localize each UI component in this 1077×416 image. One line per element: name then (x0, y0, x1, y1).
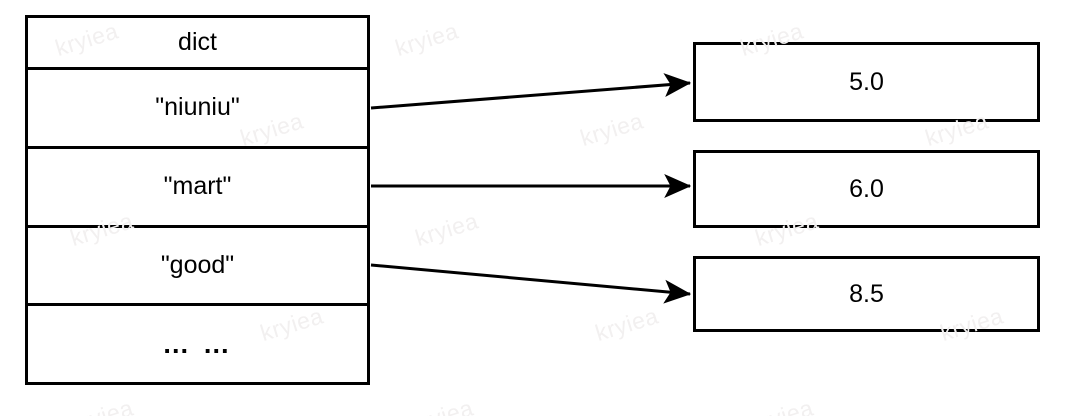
dict-ellipsis-row: … … (28, 306, 367, 382)
dict-title-row: dict (28, 18, 367, 70)
dict-key-row-1: "mart" (28, 148, 367, 228)
value-label-1: 6.0 (849, 174, 884, 203)
value-label-0: 5.0 (849, 67, 884, 96)
dict-key-row-2: "good" (28, 227, 367, 307)
value-label-2: 8.5 (849, 279, 884, 308)
dict-key-row-0: "niuniu" (28, 70, 367, 149)
watermark-text: kryiea (67, 394, 136, 416)
value-box-1: 6.0 (693, 150, 1040, 228)
watermark-text: kryiea (412, 207, 482, 252)
dict-title-label: dict (178, 28, 217, 56)
dict-key-label-0: "niuniu" (155, 93, 240, 122)
dict-box: dict "niuniu" "mart" "good" … … (25, 15, 370, 385)
arrow-niuniu-to-5 (370, 73, 692, 110)
watermark-text: kryiea (592, 302, 662, 347)
watermark-text: kryiea (407, 394, 476, 416)
arrow-good-to-85 (370, 263, 692, 304)
value-box-0: 5.0 (693, 42, 1040, 122)
watermark-text: kryiea (392, 17, 462, 62)
dict-key-label-2: "good" (160, 250, 235, 279)
watermark-text: kryiea (747, 394, 816, 416)
value-box-2: 8.5 (693, 256, 1040, 332)
dict-ellipsis-label: … … (162, 328, 233, 359)
watermark-text: kryiea (577, 107, 647, 152)
dict-key-label-1: "mart" (163, 172, 232, 201)
